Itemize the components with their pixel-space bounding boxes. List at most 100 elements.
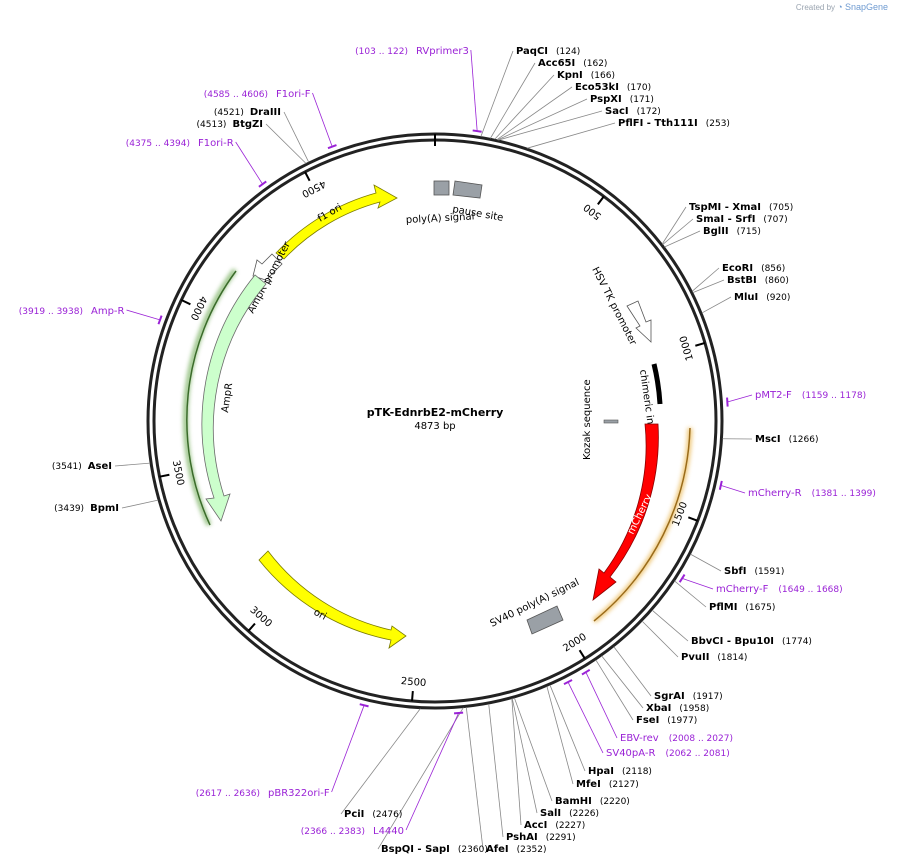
- ampr-label: AmpR: [220, 382, 235, 413]
- enzyme-site[interactable]: BbvCI - Bpu10I(1774): [651, 609, 812, 647]
- enzyme-name: KpnI: [557, 70, 583, 81]
- primer-site[interactable]: EBV-rev(2008 .. 2027): [581, 668, 733, 744]
- feature-hsv-tk-promoter[interactable]: HSV TK promoter: [589, 265, 652, 348]
- enzyme-site[interactable]: SacI(172): [498, 106, 661, 141]
- enzyme-leader-line: [546, 686, 574, 785]
- primer-position: (4585 .. 4606): [204, 90, 268, 100]
- tick-label: 2500: [400, 676, 426, 689]
- primer-position: (1649 .. 1668): [778, 585, 842, 595]
- enzyme-site[interactable]: SalI(2226): [511, 698, 599, 819]
- enzyme-site[interactable]: AseI(3541): [52, 461, 151, 472]
- enzyme-site[interactable]: KpnI(166): [494, 70, 615, 140]
- enzyme-position: (4513): [197, 120, 227, 130]
- enzyme-site[interactable]: PflMI (1675): [674, 580, 775, 613]
- enzyme-site[interactable]: MfeI(2127): [546, 686, 639, 790]
- ori-label: ori: [312, 607, 329, 623]
- enzyme-site[interactable]: BpmI(3439): [54, 499, 159, 514]
- feature-sv40-poly-a-signal[interactable]: SV40 poly(A) signal: [488, 577, 581, 635]
- enzyme-site[interactable]: SmaI - SrfI(707): [662, 214, 788, 245]
- enzyme-name: SbfI: [724, 566, 746, 577]
- enzyme-position: (2226): [569, 809, 599, 819]
- enzyme-site[interactable]: MscI(1266): [722, 434, 819, 445]
- primer-site[interactable]: mCherry-F (1649 .. 1668): [678, 573, 843, 595]
- enzyme-site[interactable]: BamHI(2220): [513, 697, 630, 807]
- feature-ampr[interactable]: AmpR: [183, 268, 267, 527]
- primer-site[interactable]: F1ori-F(4585 .. 4606): [204, 89, 337, 150]
- enzyme-site[interactable]: MluI(920): [701, 292, 790, 314]
- primer-name: SV40pA-R: [606, 748, 655, 759]
- enzyme-site[interactable]: PciI(2476): [340, 708, 421, 820]
- primer-name: RVprimer3: [416, 46, 469, 57]
- enzyme-site[interactable]: AccI(2227): [511, 698, 585, 831]
- enzyme-site[interactable]: BstBI(860): [692, 275, 789, 294]
- enzyme-position: (707): [763, 215, 787, 225]
- enzyme-site[interactable]: DraIII(4521): [214, 107, 310, 163]
- feature-ori[interactable]: ori: [258, 550, 407, 649]
- feature-poly-a-signal[interactable]: poly(A) signal: [406, 180, 475, 226]
- enzyme-position: (253): [706, 119, 730, 129]
- enzyme-name: TspMI - XmaI: [689, 202, 761, 213]
- primer-site[interactable]: mCherry-R(1381 .. 1399): [718, 480, 876, 499]
- enzyme-leader-line: [340, 708, 421, 815]
- primer-site[interactable]: pBR322ori-F(2617 .. 2636): [196, 703, 369, 799]
- enzyme-leader-line: [651, 609, 689, 642]
- enzyme-name: PflMI: [709, 602, 737, 613]
- primer-name: pMT2-F: [755, 390, 792, 401]
- enzyme-position: (1675): [745, 603, 775, 613]
- enzyme-site[interactable]: FseI(1977): [595, 659, 697, 726]
- primer-position: (1381 .. 1399): [812, 489, 876, 499]
- primer-site[interactable]: pMT2-F(1159 .. 1178): [726, 390, 866, 407]
- tick-label: 2000: [561, 632, 588, 655]
- enzyme-site[interactable]: SgrAI(1917): [613, 646, 723, 702]
- primer-position: (3919 .. 3938): [19, 307, 83, 317]
- snapgene-credit: Created by ◔ SnapGene: [796, 2, 888, 12]
- enzyme-site[interactable]: XbaI(1958): [601, 655, 710, 714]
- primer-bind-mark: [581, 668, 591, 676]
- primer-site[interactable]: Amp-R (3919 .. 3938): [19, 306, 163, 325]
- enzyme-site[interactable]: Eco53kI(170): [496, 82, 651, 141]
- primer-bind-mark: [718, 480, 723, 490]
- enzyme-name: BstBI: [727, 275, 757, 286]
- enzyme-name: PciI: [344, 809, 364, 820]
- enzyme-site[interactable]: EcoRI(856): [691, 263, 785, 292]
- ampr-promoter-arrow: [252, 253, 283, 283]
- primer-site[interactable]: F1ori-R(4375 .. 4394): [126, 138, 267, 188]
- enzyme-position: (2220): [600, 797, 630, 807]
- enzyme-site[interactable]: AfeI(2352): [465, 707, 547, 855]
- primer-name: mCherry-F: [716, 584, 769, 595]
- tick-mark: [578, 649, 586, 660]
- primer-leader-line: [331, 705, 365, 793]
- enzyme-site[interactable]: TspMI - XmaI(705): [661, 202, 793, 245]
- enzyme-position: (2118): [622, 767, 652, 777]
- enzyme-name: AfeI: [486, 844, 509, 855]
- enzyme-site[interactable]: PvuII(1814): [641, 620, 747, 663]
- enzyme-site[interactable]: PflFI - Tth111I(253): [527, 118, 730, 149]
- primer-position: (2366 .. 2383): [301, 827, 365, 837]
- primer-site[interactable]: RVprimer3(103 .. 122): [355, 46, 482, 133]
- feature-f1-ori[interactable]: f1 ori: [275, 184, 398, 260]
- enzyme-site[interactable]: BglII(715): [664, 226, 761, 248]
- enzyme-position: (1917): [693, 692, 723, 702]
- enzyme-site[interactable]: PspXI(171): [497, 94, 654, 141]
- primer-position: (2062 .. 2081): [665, 749, 729, 759]
- enzyme-site[interactable]: BspQI - SapI(2360): [377, 707, 488, 855]
- primer-bind-mark: [327, 144, 337, 150]
- enzyme-site[interactable]: Acc65I(162): [490, 58, 607, 139]
- tick-mark: [597, 195, 605, 205]
- tick-label: 3500: [170, 459, 186, 486]
- primer-site[interactable]: SV40pA-R (2062 .. 2081): [563, 679, 730, 759]
- feature-kozak-sequence[interactable]: Kozak sequence: [582, 379, 619, 460]
- primer-leader-line: [235, 141, 263, 185]
- enzyme-site[interactable]: PshAI(2291): [488, 703, 576, 843]
- enzyme-position: (2127): [609, 780, 639, 790]
- primer-site[interactable]: L4440(2366 .. 2383): [301, 711, 464, 837]
- enzyme-position: (1266): [789, 435, 819, 445]
- primer-name: Amp-R: [91, 306, 125, 317]
- enzyme-site[interactable]: PaqCI(124): [480, 46, 580, 137]
- enzyme-leader-line: [674, 580, 707, 608]
- f1-ori-arrow: [275, 184, 398, 260]
- enzyme-site[interactable]: SbfI(1591): [690, 553, 784, 577]
- enzyme-site[interactable]: BtgZI(4513): [197, 119, 307, 164]
- enzyme-site[interactable]: HpaI(2118): [549, 684, 652, 777]
